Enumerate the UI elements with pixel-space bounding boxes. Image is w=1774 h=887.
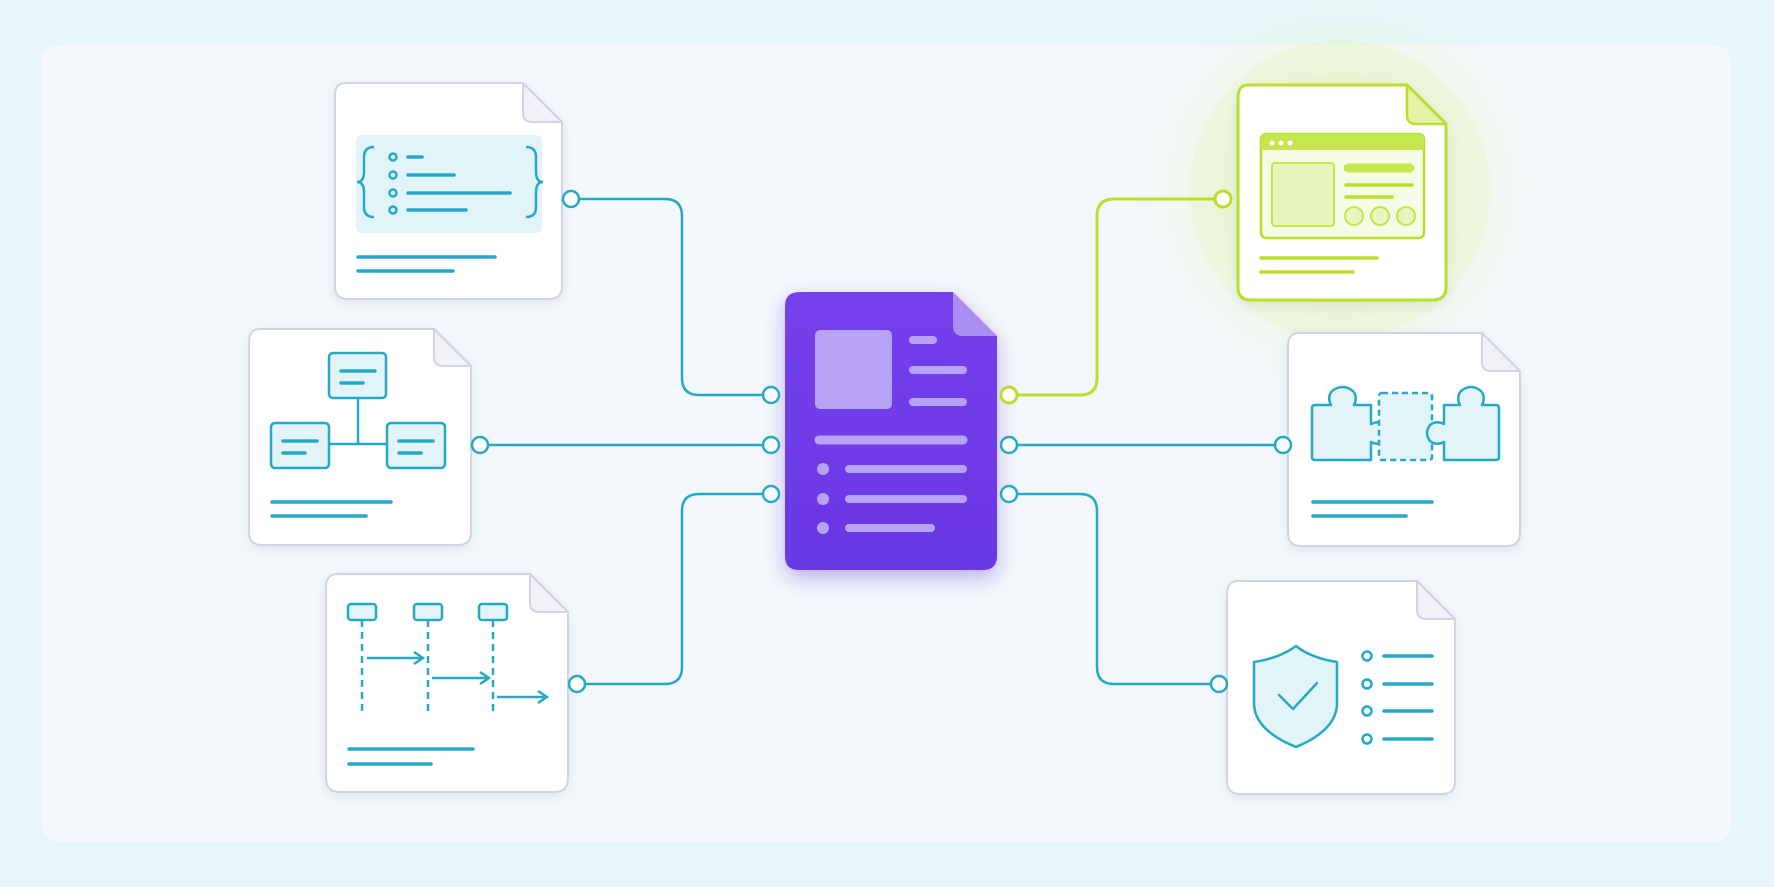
port-sequence-out[interactable] [567,674,587,694]
edge-code-structure [571,197,770,397]
port-hierarchy-out[interactable] [470,435,490,455]
code-structure-document[interactable] [334,82,563,300]
connection-ports [470,189,1293,694]
port-components-in[interactable] [1273,435,1293,455]
shield-check-icon [1252,644,1339,749]
port-hub-right-bottom[interactable] [999,484,1019,504]
org-chart-icon [269,351,447,470]
port-hub-right-middle[interactable] [999,435,1019,455]
port-code-structure-out[interactable] [561,189,581,209]
port-hub-left-middle[interactable] [761,435,781,455]
sequence-document[interactable] [325,573,569,793]
port-hub-left-bottom[interactable] [761,484,781,504]
edge-ui-layout [1009,197,1223,397]
document-list-icon [814,330,968,534]
hierarchy-document[interactable] [248,328,472,546]
sequence-diagram-icon [346,602,550,712]
checklist-icon [1361,650,1434,745]
ui-layout-document[interactable] [1236,83,1448,302]
components-document[interactable] [1287,332,1521,547]
port-hub-right-top[interactable] [999,385,1019,405]
connectors [480,197,1283,686]
central-document[interactable] [785,292,997,570]
security-document[interactable] [1226,580,1456,795]
browser-window-icon [1259,132,1426,240]
port-hub-left-top[interactable] [761,385,781,405]
edge-security [1009,492,1219,686]
port-security-in[interactable] [1209,674,1229,694]
puzzle-pieces-icon [1310,385,1501,462]
curly-braces-list-icon [356,135,544,233]
edge-sequence [577,492,770,686]
port-ui-layout-in[interactable] [1213,189,1233,209]
